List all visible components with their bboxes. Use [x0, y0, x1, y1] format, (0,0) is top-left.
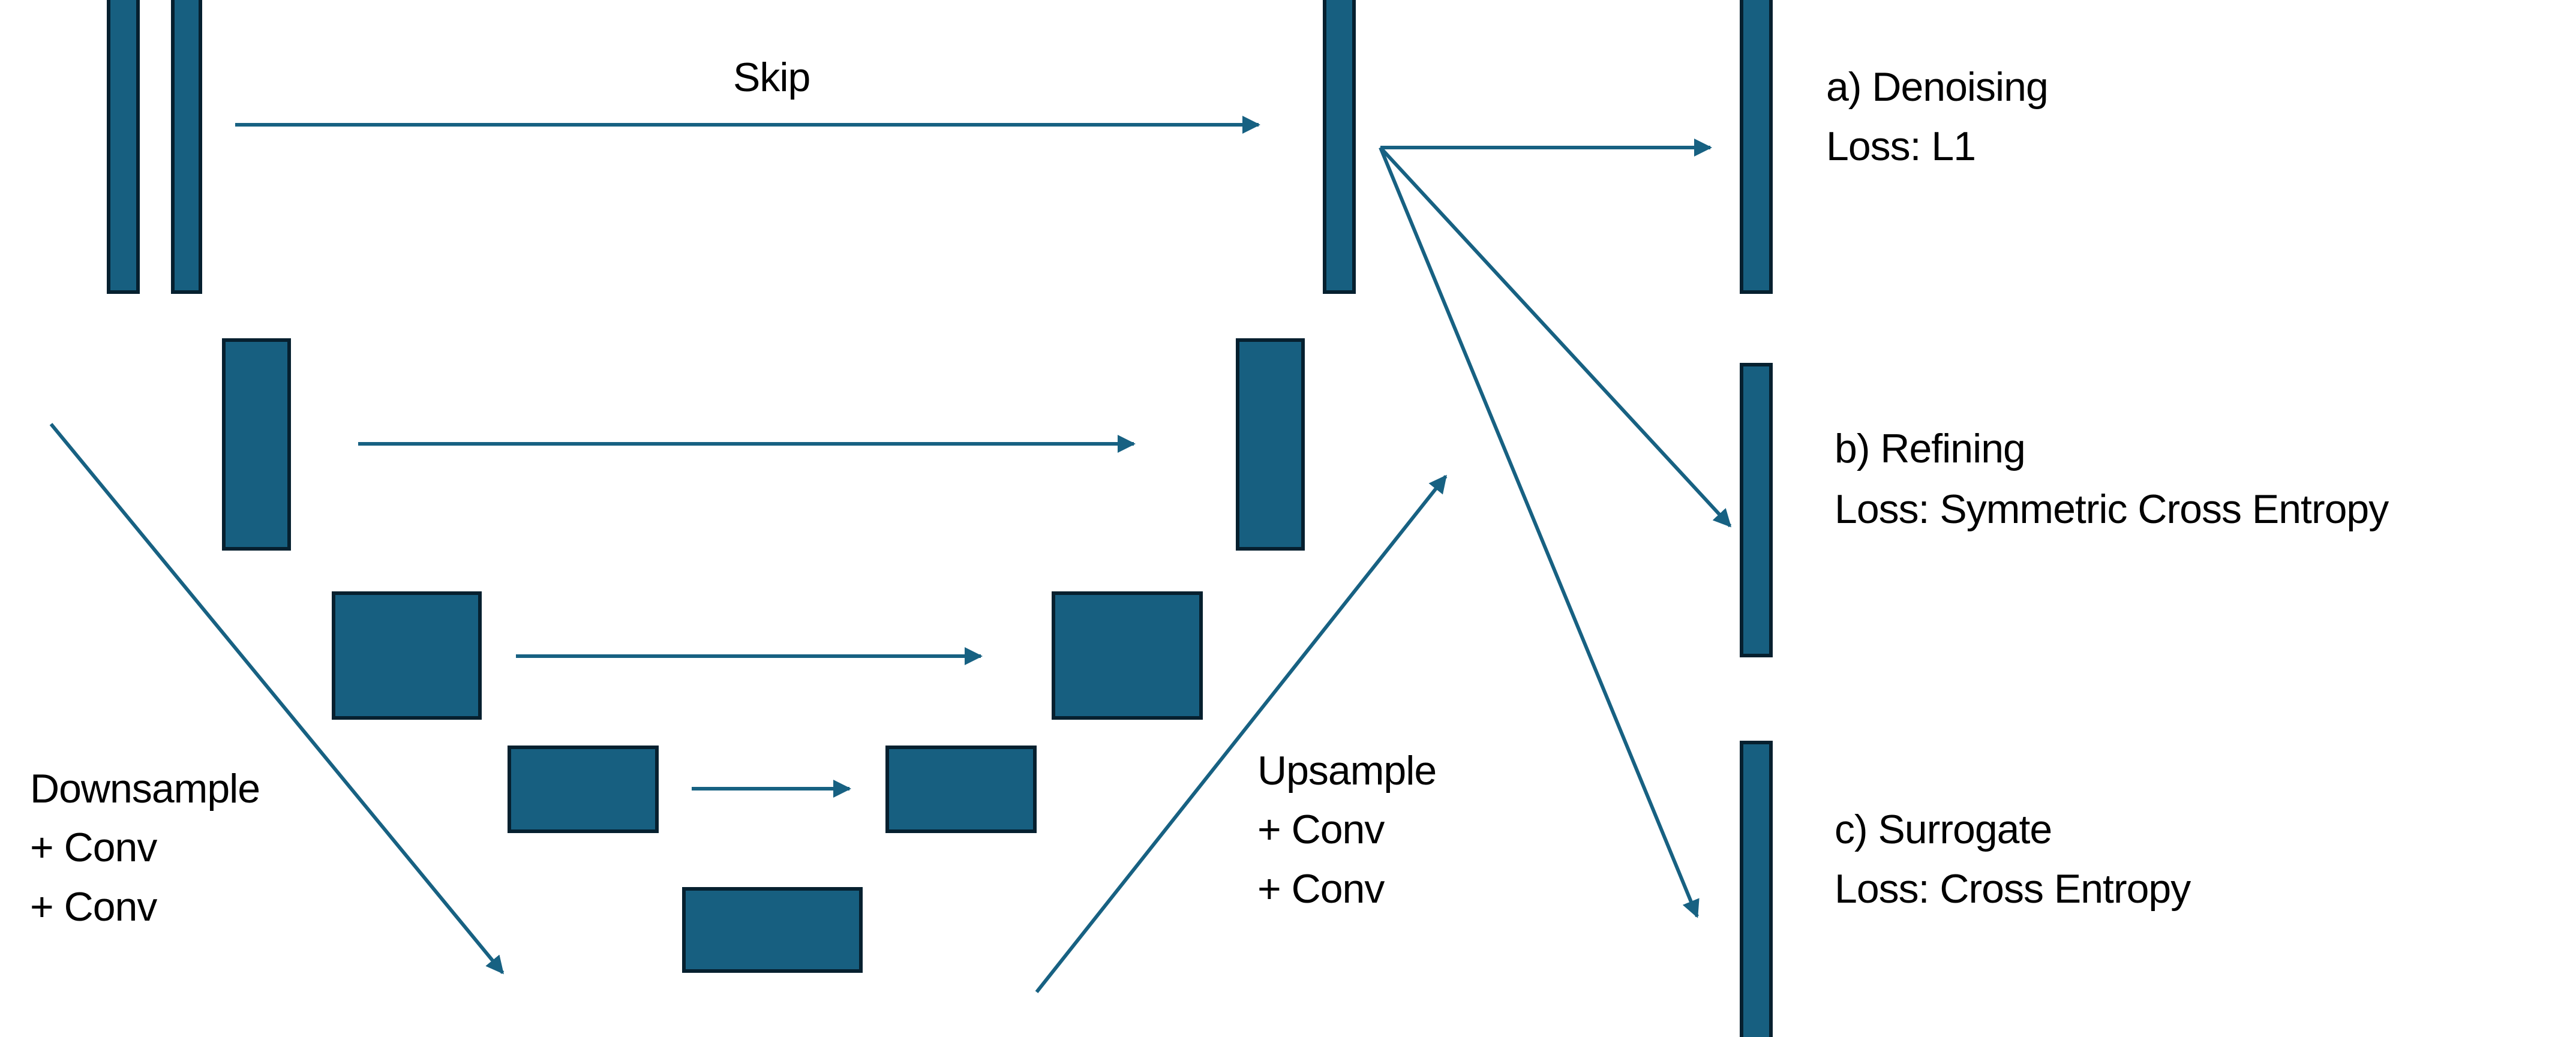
output-title: b) Refining [1835, 426, 2026, 471]
output-loss: Loss: Cross Entropy [1835, 866, 2191, 912]
output-loss: Loss: Symmetric Cross Entropy [1835, 486, 2389, 532]
upsample-line-3: + Conv [1257, 866, 1385, 912]
downsample-line-2: + Conv [30, 825, 157, 870]
dec-level-2-block [1236, 338, 1305, 551]
head-surrogate-block [1740, 741, 1773, 1037]
arrows [49, 116, 1732, 993]
enc-input-2-block [171, 0, 202, 294]
output-loss: Loss: L1 [1826, 124, 1976, 169]
dec-output-block [1323, 0, 1356, 294]
to-refining-arrow [1379, 146, 1732, 528]
enc-level-2-block [222, 338, 291, 551]
dec-level-3-block [1052, 591, 1203, 720]
feature-blocks [107, 0, 1773, 1037]
enc-input-1-block [107, 0, 140, 294]
downsample-path-arrow [49, 423, 505, 975]
upsample-path-arrow [1035, 474, 1448, 993]
head-denoising-block [1740, 0, 1773, 294]
head-refining-block [1740, 363, 1773, 657]
dec-level-4-block [885, 746, 1037, 833]
downsample-line-3: + Conv [30, 884, 157, 930]
enc-level-3-block [332, 591, 482, 720]
to-surrogate-arrow [1379, 146, 1700, 918]
bottleneck-block [682, 887, 863, 973]
skip-label: Skip [733, 55, 810, 100]
upsample-line-1: Upsample [1257, 748, 1437, 793]
upsample-line-2: + Conv [1257, 807, 1385, 852]
downsample-line-1: Downsample [30, 766, 260, 811]
output-title: a) Denoising [1826, 64, 2049, 110]
enc-level-4-block [508, 746, 659, 833]
output-title: c) Surrogate [1835, 807, 2052, 852]
